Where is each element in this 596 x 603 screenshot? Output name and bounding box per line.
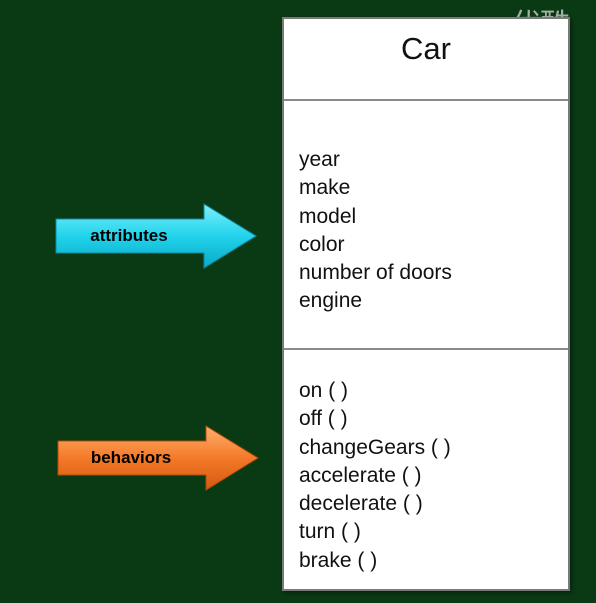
- attributes-arrow-shape: [55, 203, 257, 269]
- method-item: off ( ): [299, 407, 348, 431]
- behaviors-arrow-label: behaviors: [90, 448, 172, 467]
- methods-compartment: on ( ) off ( ) changeGears ( ) accelerat…: [284, 350, 568, 575]
- attribute-item: year: [299, 148, 340, 171]
- attributes-compartment: year make model color number of doors en…: [284, 101, 568, 350]
- method-item: brake ( ): [299, 548, 378, 572]
- method-item: changeGears ( ): [299, 435, 451, 459]
- attribute-item: make: [299, 176, 351, 200]
- uml-class-box: Car year make model color number of door…: [282, 17, 570, 591]
- attribute-item: color: [299, 232, 345, 256]
- method-item: turn ( ): [299, 520, 361, 544]
- attribute-item: engine: [299, 289, 363, 313]
- attribute-item: number of doors: [299, 261, 452, 285]
- attributes-arrow: [55, 203, 257, 269]
- behaviors-arrow: [57, 425, 259, 491]
- behaviors-arrow-shape: [57, 425, 259, 491]
- method-item: on ( ): [299, 379, 349, 402]
- attributes-arrow-label: attributes: [90, 226, 168, 245]
- method-item: accelerate ( ): [299, 463, 422, 487]
- class-name: Car: [284, 19, 568, 101]
- method-item: decelerate ( ): [299, 492, 423, 516]
- attribute-item: model: [299, 204, 357, 228]
